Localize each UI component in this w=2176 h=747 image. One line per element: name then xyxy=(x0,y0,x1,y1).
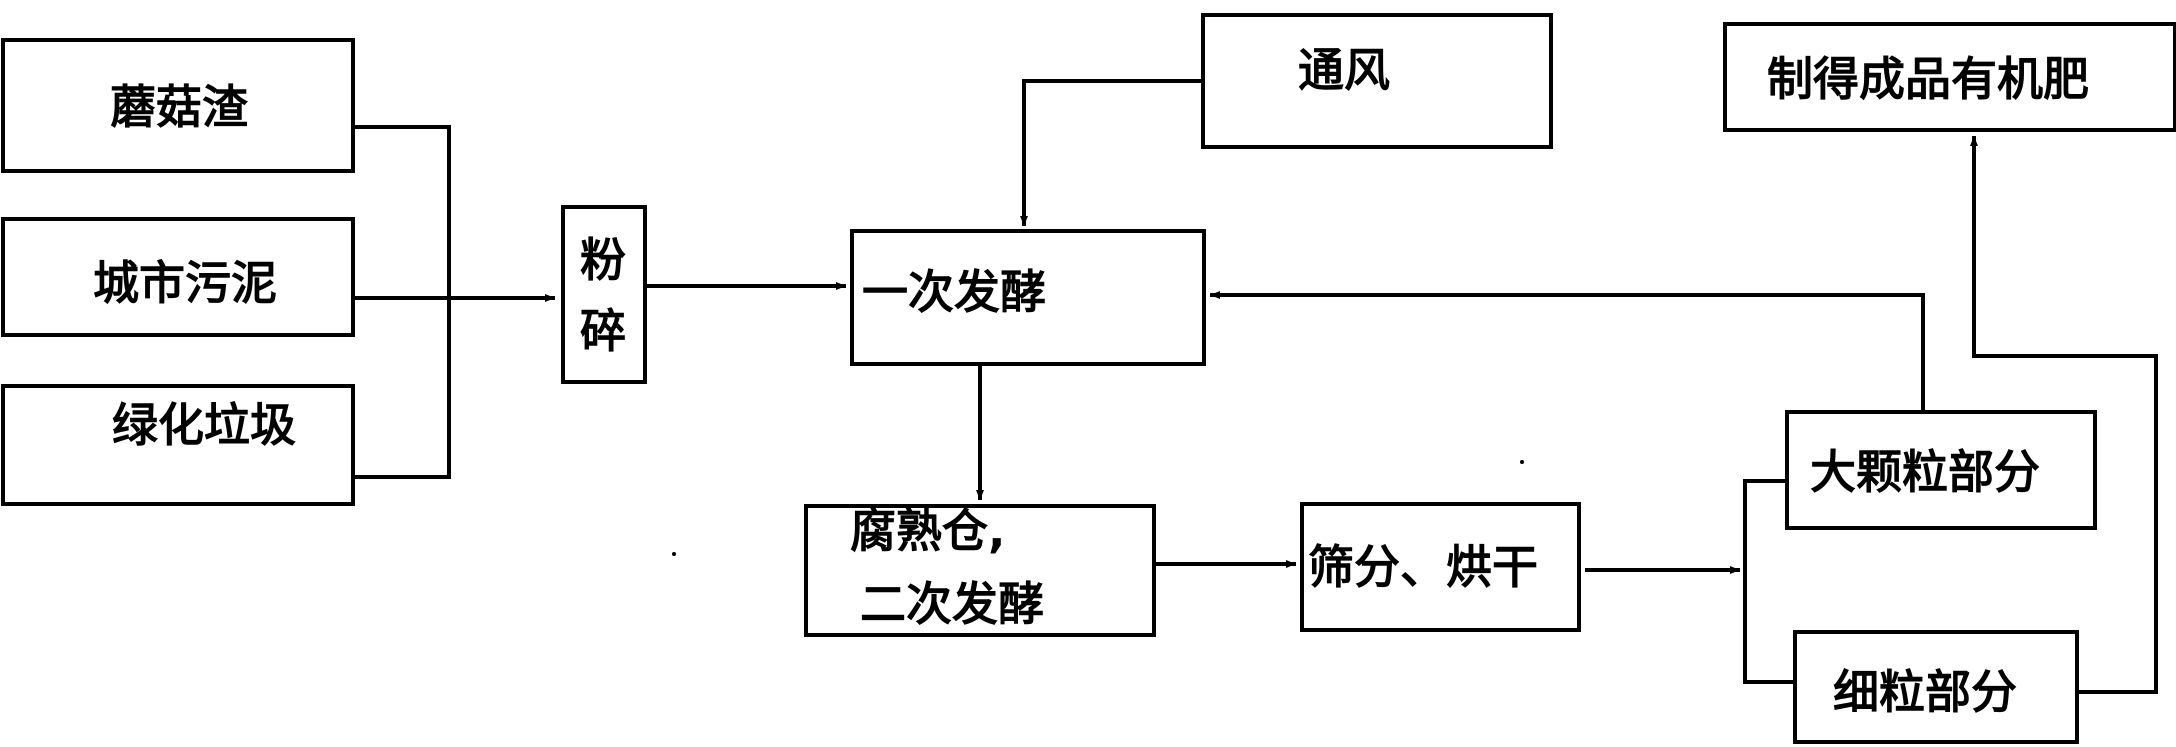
box-finished-fertilizer: 制得成品有机肥 xyxy=(1723,22,2176,132)
box-fine-particles: 细粒部分 xyxy=(1793,630,2079,744)
label-urban-sludge: 城市污泥 xyxy=(93,256,277,310)
label-maturation-line1: 腐熟仓, xyxy=(850,504,1005,558)
connector-ventilation-to-primary xyxy=(1020,79,1203,226)
box-large-particles: 大颗粒部分 xyxy=(1785,410,2097,530)
label-ventilation: 通风 xyxy=(1298,43,1390,97)
label-mushroom-residue: 蘑菇渣 xyxy=(110,80,249,134)
scan-speck xyxy=(1520,460,1524,464)
label-crush-line2: 碎 xyxy=(580,304,626,358)
label-screen-dry: 筛分、烘干 xyxy=(1308,540,1538,594)
connector-inputs-bracket xyxy=(353,125,451,479)
box-screen-dry: 筛分、烘干 xyxy=(1300,502,1581,632)
box-primary-fermentation: 一次发酵 xyxy=(850,229,1206,366)
connector-fine-to-finished xyxy=(1970,136,2158,694)
label-primary-fermentation: 一次发酵 xyxy=(862,265,1046,319)
connector-large-return-to-primary xyxy=(1210,291,1925,412)
box-urban-sludge: 城市污泥 xyxy=(1,217,355,337)
connector-split-bracket xyxy=(1743,479,1795,684)
label-finished-fertilizer: 制得成品有机肥 xyxy=(1767,52,2089,106)
box-mushroom-residue: 蘑菇渣 xyxy=(1,38,355,173)
box-crush: 粉 碎 xyxy=(561,205,647,384)
label-fine-particles: 细粒部分 xyxy=(1833,665,2017,719)
scan-speck xyxy=(672,552,676,556)
label-large-particles: 大颗粒部分 xyxy=(1810,445,2040,499)
box-ventilation: 通风 xyxy=(1201,13,1553,149)
label-maturation-line2: 二次发酵 xyxy=(860,577,1044,631)
box-green-waste: 绿化垃圾 xyxy=(1,384,355,506)
label-green-waste: 绿化垃圾 xyxy=(112,398,296,452)
label-crush-line1: 粉 xyxy=(580,233,626,287)
box-maturation: 腐熟仓, 二次发酵 xyxy=(804,504,1156,637)
